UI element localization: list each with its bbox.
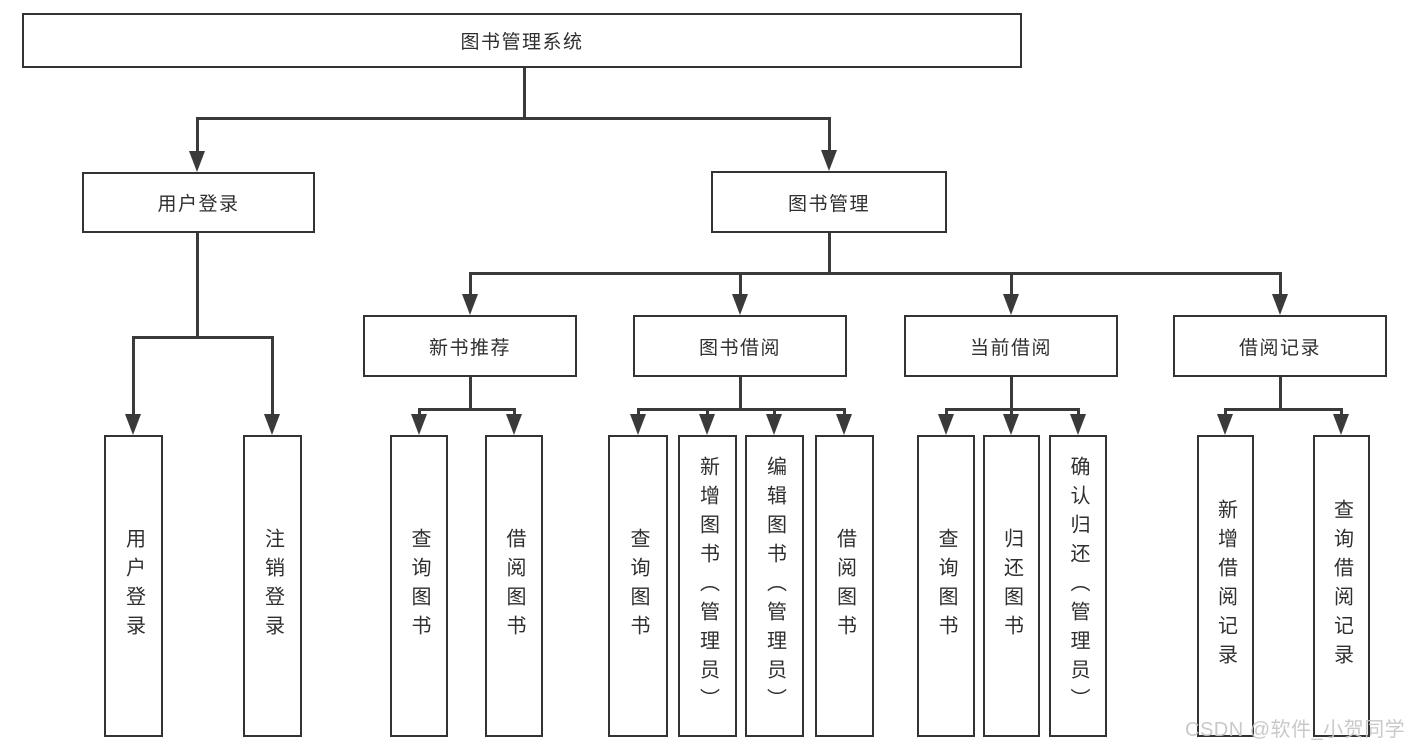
connector-line	[843, 408, 846, 416]
connector-line	[637, 408, 640, 416]
node-current-borrowing: 当前借阅	[904, 315, 1118, 377]
node-label: 图书管理	[787, 193, 870, 215]
connector-line	[271, 336, 274, 415]
watermark: CSDN @软件_小贺同学	[1185, 719, 1405, 741]
arrowhead-down-icon	[821, 150, 837, 171]
node-user-login: 用户登录	[82, 172, 315, 233]
connector-line	[1077, 408, 1080, 416]
connector-line	[828, 233, 831, 274]
leaf-query-books-current: 查询图书	[917, 435, 975, 737]
node-label: 图书管理系统	[460, 32, 584, 53]
node-root: 图书管理系统	[22, 13, 1022, 68]
leaf-return-books: 归还图书	[983, 435, 1040, 737]
connector-line	[196, 117, 199, 153]
connector-line	[1279, 377, 1282, 410]
connector-line	[739, 377, 742, 410]
node-label: 查询图书	[408, 528, 430, 644]
connector-line	[773, 408, 776, 416]
arrowhead-down-icon	[462, 294, 478, 315]
arrowhead-down-icon	[699, 414, 715, 435]
leaf-logout: 注销登录	[243, 435, 302, 737]
arrowhead-down-icon	[189, 151, 205, 172]
arrowhead-down-icon	[1217, 414, 1233, 435]
leaf-borrow-books-recommend: 借阅图书	[485, 435, 543, 737]
node-label: 用户登录	[157, 194, 240, 215]
leaf-add-borrow-record: 新增借阅记录	[1197, 435, 1254, 737]
connector-line	[739, 272, 742, 295]
connector-line	[1010, 408, 1013, 416]
node-label: 新书推荐	[428, 337, 511, 359]
arrowhead-down-icon	[506, 414, 522, 435]
connector-line	[132, 336, 274, 339]
node-label: 借阅图书	[503, 528, 525, 644]
connector-line	[706, 408, 709, 416]
node-label: 编辑图书（管理员）	[763, 455, 786, 717]
arrowhead-down-icon	[630, 414, 646, 435]
leaf-user-login: 用户登录	[104, 435, 163, 737]
node-label: 确认归还（管理员）	[1067, 455, 1089, 717]
node-new-book-recommend: 新书推荐	[363, 315, 577, 377]
node-label: 当前借阅	[969, 337, 1052, 359]
connector-line	[196, 233, 199, 338]
connector-line	[196, 117, 831, 120]
arrowhead-down-icon	[1070, 414, 1086, 435]
node-label: 新增图书（管理员）	[696, 455, 719, 717]
connector-line	[513, 408, 516, 416]
leaf-add-book-admin: 新增图书（管理员）	[678, 435, 737, 737]
node-label: 借阅图书	[833, 528, 856, 644]
node-book-borrowing: 图书借阅	[633, 315, 847, 377]
arrowhead-down-icon	[1272, 294, 1288, 315]
arrowhead-down-icon	[732, 294, 748, 315]
connector-line	[523, 68, 526, 118]
leaf-query-books-borrowing: 查询图书	[608, 435, 668, 737]
arrowhead-down-icon	[836, 414, 852, 435]
connector-line	[469, 377, 472, 410]
connector-line	[1279, 272, 1282, 295]
connector-line	[132, 336, 135, 415]
connector-line	[469, 272, 472, 295]
node-label: 图书借阅	[698, 337, 781, 359]
node-label: 归还图书	[1000, 528, 1023, 644]
connector-line	[1224, 408, 1227, 416]
leaf-edit-book-admin: 编辑图书（管理员）	[745, 435, 804, 737]
connector-line	[1340, 408, 1343, 416]
node-label: 用户登录	[122, 528, 145, 644]
node-label: 查询图书	[627, 528, 649, 644]
connector-line	[1224, 408, 1342, 411]
leaf-borrow-books-borrowing: 借阅图书	[815, 435, 874, 737]
connector-line	[469, 272, 1282, 275]
connector-line	[945, 408, 948, 416]
node-label: 查询图书	[935, 528, 957, 644]
node-label: 新增借阅记录	[1214, 499, 1237, 673]
node-label: 注销登录	[261, 528, 284, 644]
connector-line	[418, 408, 421, 416]
arrowhead-down-icon	[938, 414, 954, 435]
connector-line	[418, 408, 515, 411]
connector-line	[1010, 377, 1013, 410]
arrowhead-down-icon	[411, 414, 427, 435]
arrowhead-down-icon	[1003, 414, 1019, 435]
leaf-confirm-return-admin: 确认归还（管理员）	[1049, 435, 1107, 737]
node-borrowing-records: 借阅记录	[1173, 315, 1387, 377]
arrowhead-down-icon	[264, 414, 280, 435]
arrowhead-down-icon	[766, 414, 782, 435]
node-label: 借阅记录	[1238, 337, 1321, 359]
arrowhead-down-icon	[1333, 414, 1349, 435]
leaf-query-books-recommend: 查询图书	[390, 435, 448, 737]
node-label: 查询借阅记录	[1330, 499, 1353, 673]
leaf-query-borrow-record: 查询借阅记录	[1313, 435, 1370, 737]
connector-line	[828, 117, 831, 152]
connector-line	[637, 408, 845, 411]
arrowhead-down-icon	[125, 414, 141, 435]
arrowhead-down-icon	[1003, 294, 1019, 315]
node-book-management: 图书管理	[711, 171, 947, 233]
connector-line	[1010, 272, 1013, 295]
